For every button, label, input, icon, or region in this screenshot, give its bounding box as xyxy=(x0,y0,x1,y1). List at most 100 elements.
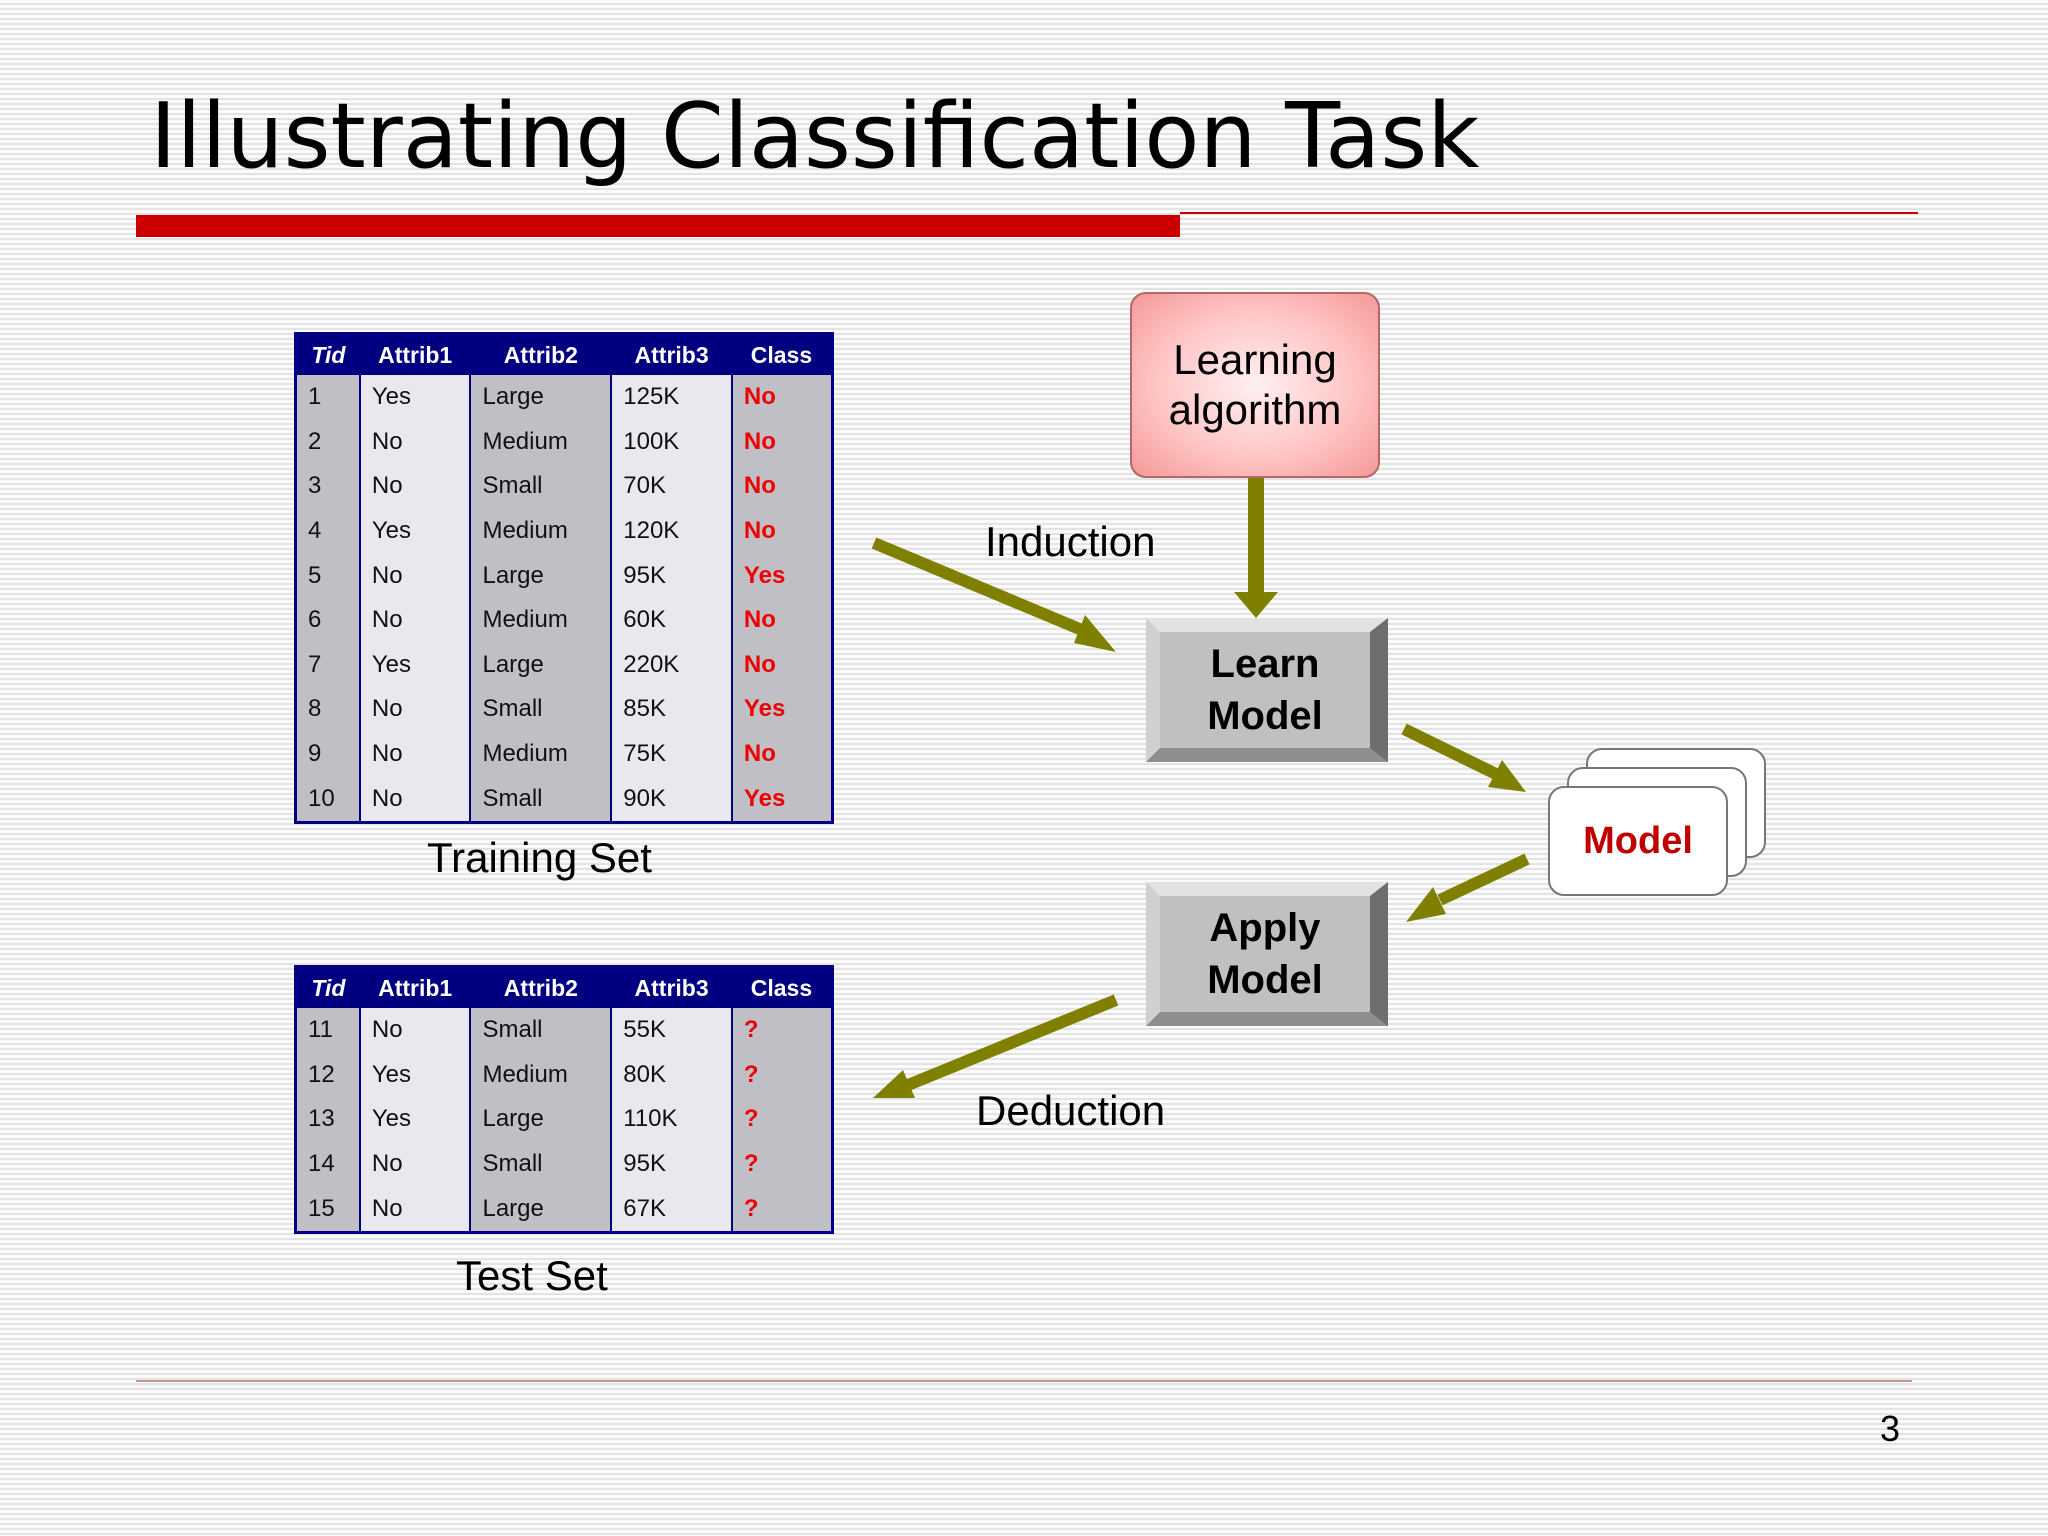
table-cell: 1 xyxy=(295,375,360,420)
table-cell: No xyxy=(358,419,471,465)
table-cell: 10 xyxy=(295,776,360,823)
table-cell: 12 xyxy=(295,1052,360,1098)
table-cell: No xyxy=(358,597,471,643)
learning-algorithm-line1: Learning xyxy=(1173,336,1337,383)
table-cell: No xyxy=(358,464,471,509)
learn-model-line2: Model xyxy=(1207,694,1323,738)
apply-model-box: Apply Model xyxy=(1146,882,1388,1026)
table-header-cell: Attrib3 xyxy=(611,333,732,375)
table-cell: No xyxy=(358,731,471,777)
table-cell: Small xyxy=(469,1008,612,1053)
table-cell: 5 xyxy=(295,553,360,598)
table-cell: No xyxy=(358,1008,471,1053)
table-cell: No xyxy=(358,776,471,823)
table-cell: 6 xyxy=(295,597,360,643)
table-cell: Yes xyxy=(358,508,471,554)
footer-rule xyxy=(136,1380,1912,1382)
table-cell: 70K xyxy=(610,464,732,509)
table-cell: 120K xyxy=(610,508,732,554)
table-cell: 4 xyxy=(295,508,360,554)
table-header-cell: Attrib3 xyxy=(611,966,732,1008)
table-cell: Large xyxy=(469,1186,612,1233)
table-cell: 7 xyxy=(295,642,360,688)
table-cell: No xyxy=(358,687,471,732)
table-cell: 125K xyxy=(610,375,732,420)
table-cell: No xyxy=(730,731,833,777)
table-cell: Small xyxy=(469,464,612,509)
learning-algorithm-box: Learning algorithm xyxy=(1130,292,1380,478)
table-cell: 85K xyxy=(610,687,732,732)
table-cell: Medium xyxy=(469,1052,612,1098)
table-cell: Yes xyxy=(730,776,833,823)
table-cell: 55K xyxy=(610,1008,732,1053)
table-cell: Yes xyxy=(358,375,471,420)
table-cell: No xyxy=(358,1141,471,1187)
model-card-front xyxy=(1548,786,1728,896)
table-cell: ? xyxy=(730,1097,833,1142)
table-cell: No xyxy=(730,508,833,554)
induction-label: Induction xyxy=(985,518,1156,565)
table-cell: No xyxy=(730,375,833,420)
table-cell: Yes xyxy=(730,687,833,732)
table-cell: Yes xyxy=(358,642,471,688)
training-set-label: Training Set xyxy=(427,834,652,881)
table-cell: ? xyxy=(730,1008,833,1053)
table-cell: Small xyxy=(469,687,612,732)
table-header-cell: Class xyxy=(731,966,833,1008)
table-cell: Medium xyxy=(469,508,612,554)
table-cell: No xyxy=(730,642,833,688)
learn-model-line1: Learn xyxy=(1210,642,1320,686)
table-cell: 3 xyxy=(295,464,360,509)
table-header-cell: Attrib2 xyxy=(470,966,612,1008)
table-cell: Medium xyxy=(469,419,612,465)
table-cell: 14 xyxy=(295,1141,360,1187)
learning-algorithm-line2: algorithm xyxy=(1168,386,1342,433)
table-cell: 95K xyxy=(610,553,732,598)
table-cell: 110K xyxy=(610,1097,732,1142)
table-cell: Small xyxy=(469,1141,612,1187)
learn-model-box: Learn Model xyxy=(1146,618,1388,762)
table-cell: Large xyxy=(469,553,612,598)
table-cell: No xyxy=(358,553,471,598)
table-cell: Yes xyxy=(358,1097,471,1142)
table-cell: 15 xyxy=(295,1186,360,1233)
table-header-cell: Class xyxy=(731,333,833,375)
deduction-label: Deduction xyxy=(976,1087,1166,1134)
table-cell: Large xyxy=(469,1097,612,1142)
table-cell: 100K xyxy=(610,419,732,465)
table-cell: 60K xyxy=(610,597,732,643)
table-cell: ? xyxy=(730,1186,833,1233)
table-cell: 11 xyxy=(295,1008,360,1053)
table-cell: No xyxy=(358,1186,471,1233)
table-header-cell: Tid xyxy=(295,966,360,1008)
table-cell: Medium xyxy=(469,597,612,643)
table-header-cell: Tid xyxy=(295,333,360,375)
table-cell: 80K xyxy=(610,1052,732,1098)
model-to-apply-arrow xyxy=(1406,853,1530,922)
table-cell: 8 xyxy=(295,687,360,732)
table-cell: 13 xyxy=(295,1097,360,1142)
table-cell: 90K xyxy=(610,776,732,823)
table-cell: Large xyxy=(469,375,612,420)
table-header-cell: Attrib2 xyxy=(470,333,612,375)
title-underline-thin xyxy=(1180,212,1918,214)
algorithm-to-learn-arrow xyxy=(1234,478,1278,618)
table-cell: 67K xyxy=(610,1186,732,1233)
table-cell: Yes xyxy=(730,553,833,598)
table-cell: ? xyxy=(730,1141,833,1187)
table-cell: Large xyxy=(469,642,612,688)
